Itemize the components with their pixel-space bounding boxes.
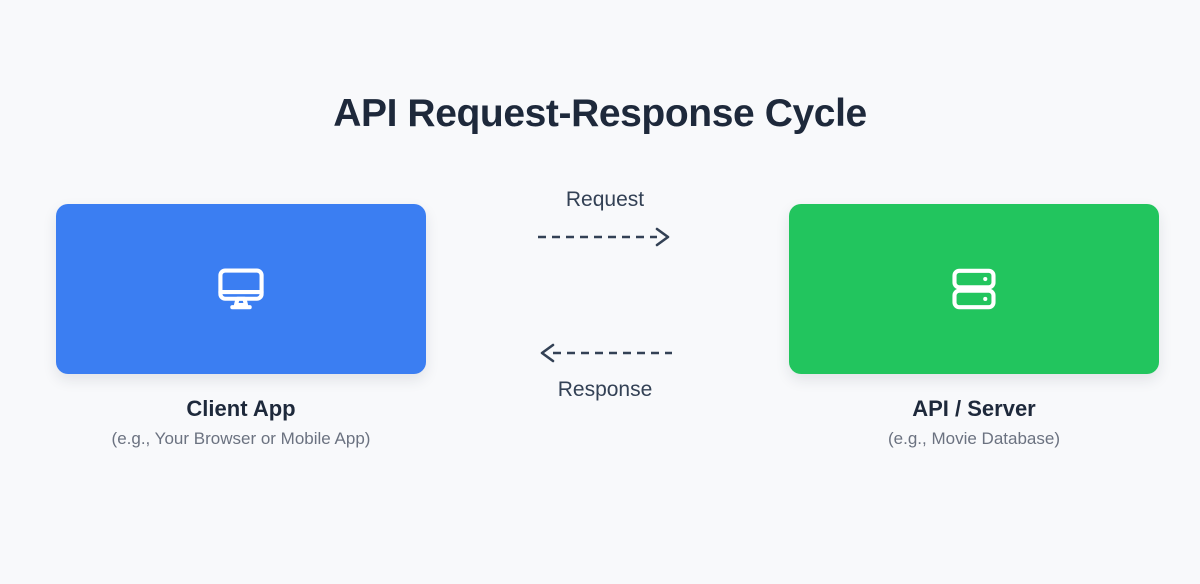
page-title: API Request-Response Cycle [333,92,867,135]
client-box[interactable] [56,204,426,374]
client-subtitle: (e.g., Your Browser or Mobile App) [111,429,371,449]
node-server: API / Server (e.g., Movie Database) [789,204,1159,450]
flow-column: Request Response [435,188,775,413]
server-rack-icon [948,263,1000,315]
desktop-monitor-icon [215,263,267,315]
server-title: API / Server [912,396,1036,421]
client-title: Client App [186,396,296,421]
node-client: Client App (e.g., Your Browser or Mobile… [56,204,426,450]
request-label: Request [565,188,645,211]
server-subtitle: (e.g., Movie Database) [888,429,1060,449]
response-arrow [435,340,775,370]
server-box[interactable] [789,204,1159,374]
request-arrow [435,224,775,254]
response-label: Response [557,378,653,401]
